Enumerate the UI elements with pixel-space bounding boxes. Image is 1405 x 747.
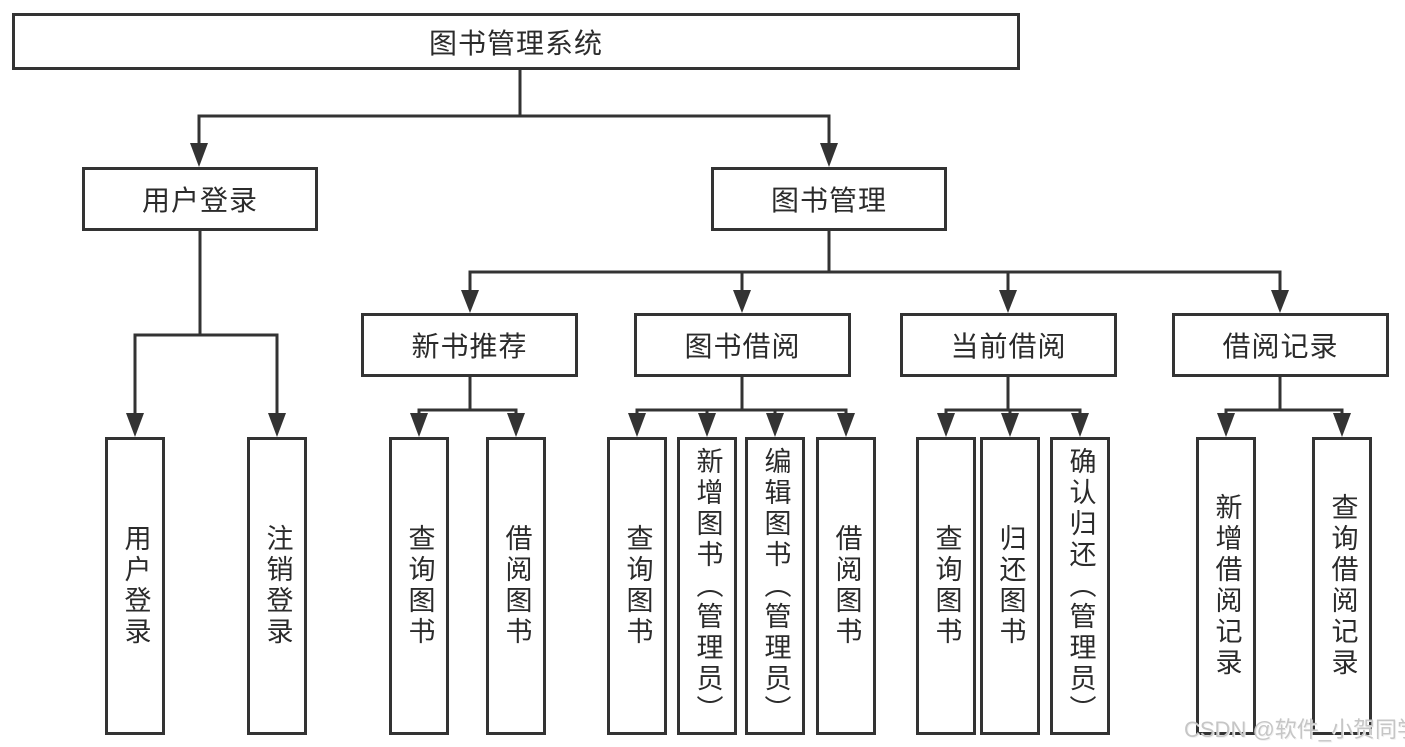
leaf-logout-label: 注销登录 [262,524,293,648]
node-new-book-recommend: 新书推荐 [361,313,578,377]
leaf-user-login: 用户登录 [105,437,165,735]
leaf-borrow-books-recommend-label: 借阅图书 [501,524,532,648]
leaf-query-books-current: 查询图书 [916,437,976,735]
node-borrow-records: 借阅记录 [1172,313,1389,377]
leaf-query-books-borrowing-label: 查询图书 [622,524,653,648]
leaf-user-login-label: 用户登录 [120,524,151,648]
leaf-query-borrow-record-label: 查询借阅记录 [1327,493,1358,679]
node-current-borrowing-label: 当前借阅 [950,331,1067,362]
leaf-add-books-admin: 新增图书（管理员） [677,437,737,735]
leaf-query-books-borrowing: 查询图书 [607,437,667,735]
leaf-return-books-label: 归还图书 [995,524,1026,648]
leaf-add-books-admin-label: 新增图书（管理员） [692,446,723,726]
leaf-query-books-current-label: 查询图书 [931,524,962,648]
leaf-confirm-return-admin: 确认归还（管理员） [1050,437,1110,735]
leaf-query-books-recommend: 查询图书 [389,437,449,735]
leaf-confirm-return-admin-label: 确认归还（管理员） [1065,446,1096,726]
leaf-return-books: 归还图书 [980,437,1040,735]
node-book-borrowing: 图书借阅 [634,313,851,377]
node-book-management: 图书管理 [711,167,947,231]
leaf-edit-books-admin-label: 编辑图书（管理员） [760,446,791,726]
node-new-book-recommend-label: 新书推荐 [411,331,528,362]
node-current-borrowing: 当前借阅 [900,313,1117,377]
leaf-add-borrow-record: 新增借阅记录 [1196,437,1256,735]
leaf-borrow-books-borrowing-label: 借阅图书 [831,524,862,648]
node-book-management-label: 图书管理 [770,185,887,216]
leaf-borrow-books-borrowing: 借阅图书 [816,437,876,735]
node-borrow-records-label: 借阅记录 [1222,331,1339,362]
leaf-query-books-recommend-label: 查询图书 [404,524,435,648]
node-root-label: 图书管理系统 [428,27,603,59]
node-user-login: 用户登录 [82,167,318,231]
leaf-logout: 注销登录 [247,437,307,735]
node-root: 图书管理系统 [12,13,1020,70]
watermark: CSDN @软件_小贺同学 [1184,717,1405,742]
leaf-edit-books-admin: 编辑图书（管理员） [745,437,805,735]
node-book-borrowing-label: 图书借阅 [684,331,801,362]
node-user-login-label: 用户登录 [141,185,258,216]
leaf-add-borrow-record-label: 新增借阅记录 [1211,493,1242,679]
leaf-borrow-books-recommend: 借阅图书 [486,437,546,735]
leaf-query-borrow-record: 查询借阅记录 [1312,437,1372,735]
